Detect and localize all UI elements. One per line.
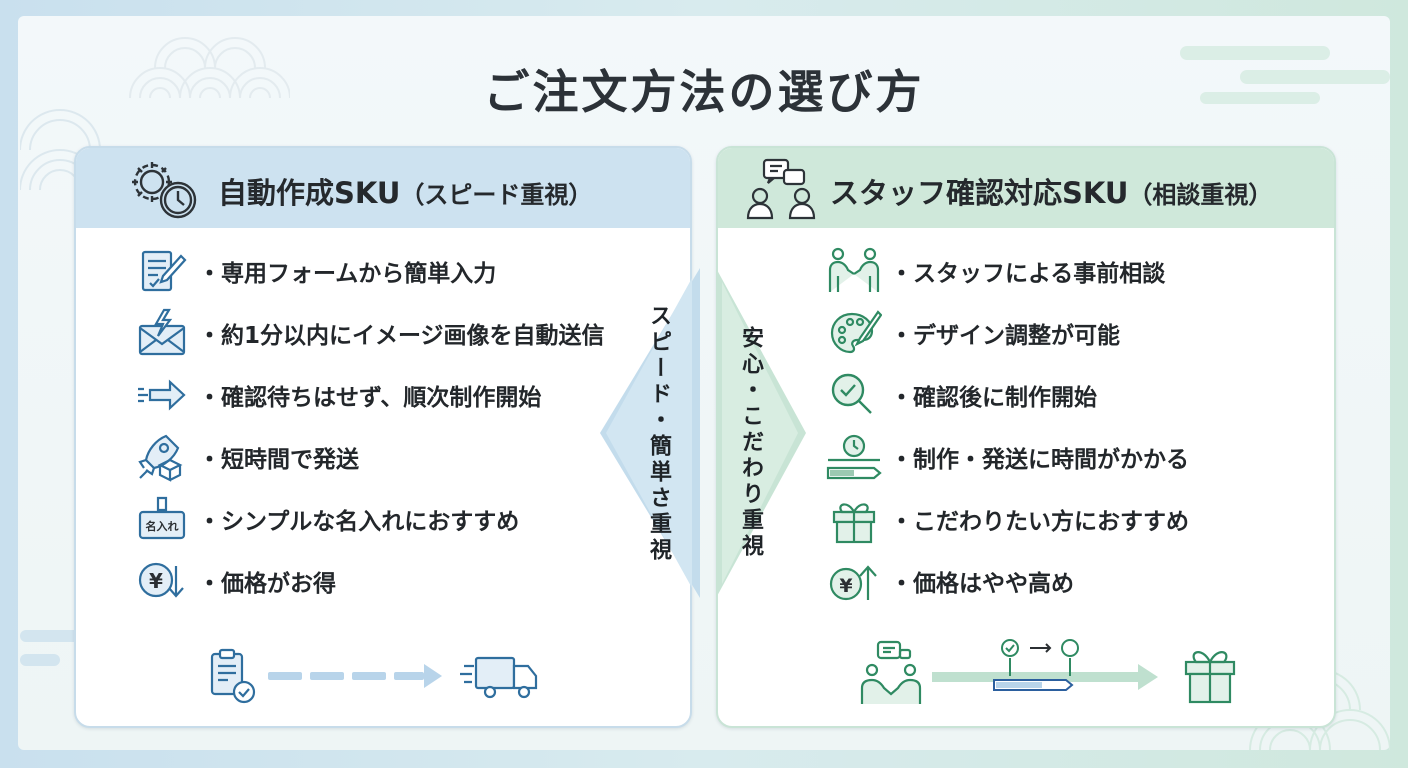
item-label: 価格がお得 [198,564,336,598]
list-item: スタッフによる事前相談 [826,246,1165,296]
list-item: ¥ 価格がお得 [134,556,336,606]
stamp-text: 名入れ [146,519,179,533]
staff-flow-diagram [860,639,1236,704]
list-item: ¥ 価格はやや高め [826,556,1074,606]
item-label: 専用フォームから簡単入力 [198,254,496,288]
handshake-people-icon [826,246,882,296]
list-item: 確認後に制作開始 [826,370,1097,420]
list-item: 確認待ちはせず、順次制作開始 [134,370,541,420]
auto-sku-card: 自動作成SKU（スピード重視） 専用フォームから簡単入力 約1分以内にイメージ画… [74,146,692,728]
yen-up-icon: ¥ [826,556,882,606]
auto-sku-title-main: 自動作成SKU [218,176,401,210]
gift-box-icon [1184,651,1236,704]
svg-text:¥: ¥ [839,575,852,597]
list-item: 約1分以内にイメージ画像を自動送信 [134,308,605,358]
page-title: ご注文方法の選び方 [483,65,925,119]
auto-sku-card-header: 自動作成SKU（スピード重視） [76,148,690,228]
cloud-stripe-decoration [20,630,80,666]
list-item: 名入れ シンプルな名入れにおすすめ [134,494,519,544]
mail-lightning-icon [134,308,190,358]
list-item: 制作・発送に時間がかかる [826,432,1189,482]
list-item: 専用フォームから簡単入力 [134,246,496,296]
delivery-truck-icon [460,656,538,699]
item-label: スタッフによる事前相談 [890,254,1165,288]
wave-pattern-decoration [129,37,290,98]
item-label: 確認待ちはせず、順次制作開始 [198,378,541,412]
yen-down-icon: ¥ [134,556,190,606]
clock-progress-icon [826,432,882,482]
consultation-people-icon [746,158,816,220]
item-label: シンプルな名入れにおすすめ [198,502,519,536]
speed-priority-label: スピード・簡単さ重視 [646,304,671,564]
care-diamond [716,268,806,598]
item-label: 短時間で発送 [198,440,359,474]
clipboard-check-icon [210,648,256,704]
form-pen-icon [134,246,190,296]
item-label: 価格はやや高め [890,564,1074,598]
list-item: デザイン調整が可能 [826,308,1120,358]
handshake-chat-icon [860,640,922,704]
list-item: こだわりたい方におすすめ [826,494,1189,544]
speed-diamond [600,268,700,598]
name-stamp-icon: 名入れ [134,494,190,544]
care-priority-label: 安心・こだわり重視 [738,326,763,560]
item-label: デザイン調整が可能 [890,316,1120,350]
auto-sku-title: 自動作成SKU（スピード重視） [218,170,592,212]
staff-sku-title-sub: （相談重視） [1128,181,1273,209]
fast-arrow-icon [134,370,190,420]
rocket-box-icon [134,432,190,482]
svg-text:¥: ¥ [149,569,163,593]
timeline-progress-icon [932,639,1158,691]
gear-clock-icon [132,162,197,219]
palette-brush-icon [826,308,882,358]
staff-sku-title: スタッフ確認対応SKU（相談重視） [830,170,1272,212]
magnifier-check-icon [826,370,882,420]
staff-sku-title-main: スタッフ確認対応SKU [830,176,1129,210]
item-label: こだわりたい方におすすめ [890,502,1189,536]
auto-flow-diagram [210,648,538,704]
item-label: 確認後に制作開始 [890,378,1097,412]
item-label: 約1分以内にイメージ画像を自動送信 [198,316,605,350]
list-item: 短時間で発送 [134,432,359,482]
cloud-stripe-decoration [1180,46,1390,104]
auto-sku-title-sub: （スピード重視） [400,181,593,209]
staff-sku-card-header: スタッフ確認対応SKU（相談重視） [718,148,1334,228]
gift-box-icon [826,494,882,544]
staff-sku-card: スタッフ確認対応SKU（相談重視） スタッフによる事前相談 デザイン調整が可能 … [716,146,1336,728]
dashed-arrow-icon [268,664,442,688]
item-label: 制作・発送に時間がかかる [890,440,1189,474]
